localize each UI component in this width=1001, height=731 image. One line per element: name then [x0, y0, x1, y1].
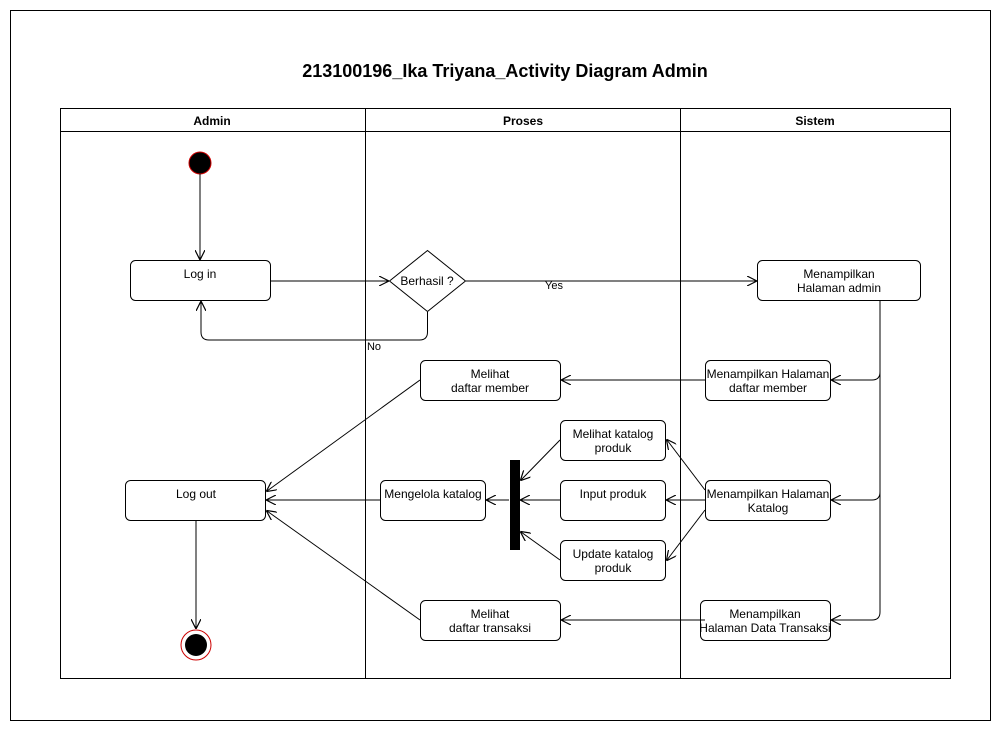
- node-logout-label: Log out: [176, 487, 217, 501]
- edge-admin-to-transaction-page: [832, 492, 881, 620]
- lane-proses-title: Proses: [503, 114, 543, 128]
- node-show-transaction-page-line1: Menampilkan: [729, 607, 800, 621]
- start-node: [188, 151, 212, 175]
- node-input-product: [560, 480, 666, 521]
- node-view-transactions: [420, 600, 561, 641]
- node-show-admin-page-line1: Menampilkan: [803, 267, 874, 281]
- node-login-label: Log in: [184, 267, 217, 281]
- node-show-catalog-page: [705, 480, 831, 521]
- node-view-members-line2: daftar member: [451, 381, 529, 395]
- node-show-admin-page-line2: Halaman admin: [797, 281, 881, 295]
- node-view-catalog: [560, 420, 666, 461]
- node-show-catalog-page-line2: Katalog: [748, 501, 789, 515]
- node-update-catalog-line2: produk: [595, 561, 633, 575]
- node-login: [130, 260, 271, 301]
- edge-yes-label: Yes: [545, 280, 563, 292]
- node-view-members: [420, 360, 561, 401]
- node-logout: [125, 480, 266, 521]
- node-view-catalog-line1: Melihat katalog: [573, 427, 654, 441]
- edge-decision-no: [201, 302, 428, 341]
- node-input-product-label: Input produk: [580, 487, 648, 501]
- diagram-title: 213100196_Ika Triyana_Activity Diagram A…: [302, 61, 708, 81]
- node-show-admin-page: [757, 260, 921, 301]
- edge-no-label: No: [367, 341, 381, 353]
- edge-update-to-join: [521, 532, 561, 561]
- lane-sistem-title: Sistem: [795, 114, 834, 128]
- edge-view-catalog-to-join: [521, 439, 561, 480]
- node-show-member-page: [705, 360, 831, 401]
- node-show-member-page-line1: Menampilkan Halaman: [707, 367, 830, 381]
- node-update-catalog-line1: Update katalog: [573, 547, 654, 561]
- node-show-member-page-line2: daftar member: [729, 381, 807, 395]
- node-view-members-line1: Melihat: [471, 367, 510, 381]
- node-manage-catalog: [380, 480, 486, 521]
- edge-transactions-to-logout: [267, 511, 421, 621]
- decision-node: [388, 249, 467, 313]
- node-view-transactions-line2: daftar transaksi: [449, 621, 531, 635]
- edge-catalog-page-to-view-catalog: [667, 440, 706, 491]
- lane-admin-title: Admin: [193, 114, 230, 128]
- node-update-catalog: [560, 540, 666, 581]
- node-view-transactions-line1: Melihat: [471, 607, 510, 621]
- node-manage-catalog-label: Mengelola katalog: [384, 487, 481, 501]
- end-node: [185, 634, 207, 656]
- node-show-catalog-page-line1: Menampilkan Halaman: [707, 487, 830, 501]
- edge-members-to-logout: [267, 379, 421, 491]
- node-view-catalog-line2: produk: [595, 441, 633, 455]
- node-show-transaction-page-line2: Halaman Data Transaksi: [699, 621, 830, 635]
- decision-node-label: Berhasil ?: [400, 274, 454, 288]
- join-bar: [510, 460, 520, 550]
- edge-catalog-page-to-update: [667, 509, 706, 560]
